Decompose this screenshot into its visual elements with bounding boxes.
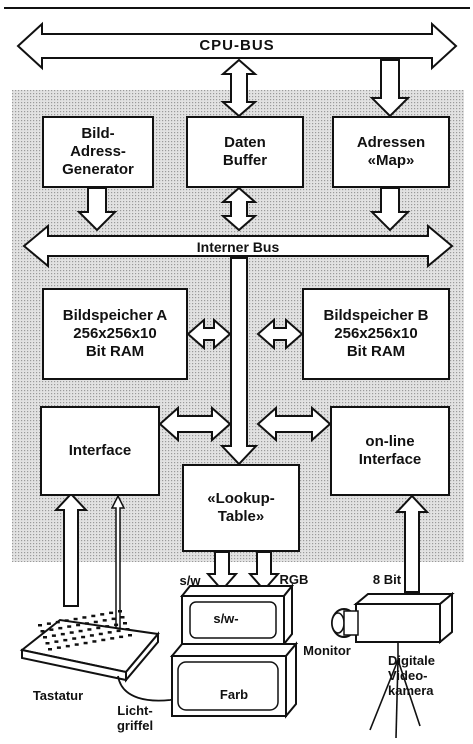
arrow-lookup-rgb bbox=[247, 551, 281, 592]
keyboard-key bbox=[78, 629, 83, 633]
keyboard-key bbox=[46, 622, 51, 625]
keyboard-key bbox=[110, 637, 115, 640]
monitor-color-icon bbox=[169, 641, 299, 719]
monitor-color-label: Farb bbox=[219, 687, 249, 702]
keyboard-key bbox=[81, 635, 86, 639]
keyboard-key bbox=[43, 636, 47, 639]
keyboard-key bbox=[63, 638, 68, 642]
keyboard-key bbox=[109, 611, 114, 615]
arrow-interface-bus bbox=[158, 405, 232, 443]
block-bildspeicher-b: Bildspeicher B 256x256x10 Bit RAM bbox=[302, 288, 450, 380]
arrow-camera-online bbox=[394, 494, 430, 593]
keyboard-key bbox=[64, 619, 69, 622]
keyboard-key bbox=[118, 610, 122, 613]
keyboard-key bbox=[45, 642, 50, 645]
keyboard-key bbox=[107, 631, 112, 634]
keyboard-key bbox=[72, 637, 77, 640]
keyboard-key bbox=[100, 613, 105, 616]
cpu-bus-label: CPU-BUS bbox=[199, 37, 275, 54]
keyboard-key bbox=[74, 643, 79, 646]
block-daten-buffer: Daten Buffer bbox=[186, 116, 304, 188]
block-lookup-table: «Lookup- Table» bbox=[182, 464, 300, 552]
keyboard-key bbox=[83, 641, 88, 645]
keyboard-key bbox=[60, 632, 65, 636]
keyboard-key bbox=[98, 632, 103, 636]
arrow-map-bus bbox=[369, 187, 411, 232]
block-bildspeicher-a: Bildspeicher A 256x256x10 Bit RAM bbox=[42, 288, 188, 380]
camera-label: Digitale Video- kamera bbox=[388, 653, 435, 698]
block-bild-adress-generator: Bild- Adress- Generator bbox=[42, 116, 154, 188]
keyboard-key bbox=[73, 617, 78, 621]
keyboard-key bbox=[125, 628, 130, 631]
keyboard-key bbox=[92, 640, 97, 643]
keyboard-key bbox=[93, 620, 98, 624]
monitor-sw-label: s/w- bbox=[213, 611, 239, 626]
arrow-bag-bus bbox=[76, 187, 118, 232]
cpu-bus bbox=[16, 21, 458, 71]
camera-icon bbox=[331, 591, 455, 645]
keyboard-key bbox=[69, 631, 74, 634]
keyboard-key bbox=[123, 622, 127, 625]
block-interface: Interface bbox=[40, 406, 160, 496]
keyboard-key bbox=[119, 635, 124, 639]
keyboard-key bbox=[89, 634, 94, 637]
signal-sw-label: s/w bbox=[179, 573, 201, 588]
keyboard-key bbox=[48, 648, 52, 651]
arrow-cpu-adressen bbox=[369, 59, 411, 118]
block-adressen-map: Adressen «Map» bbox=[332, 116, 450, 188]
arrow-bus-lookup bbox=[219, 257, 259, 466]
keyboard-key bbox=[120, 616, 125, 619]
signal-rgb-label: RGB bbox=[279, 572, 309, 587]
keyboard-key bbox=[51, 634, 56, 637]
arrow-lookup-sw bbox=[205, 551, 239, 592]
lightpen-label: Licht- griffel bbox=[116, 703, 154, 733]
keyboard-key bbox=[65, 644, 70, 648]
internal-bus-label: Interner Bus bbox=[196, 239, 280, 255]
keyboard-key bbox=[101, 638, 106, 642]
signal-8bit-label: 8 Bit bbox=[372, 572, 402, 587]
arrow-keyboard-interface bbox=[53, 492, 89, 607]
keyboard-key bbox=[84, 622, 89, 625]
monitor-sw-icon bbox=[179, 583, 295, 647]
keyboard-key bbox=[111, 617, 116, 621]
keyboard-key bbox=[54, 640, 59, 643]
block-online-interface: on-line Interface bbox=[330, 406, 450, 496]
keyboard-key bbox=[58, 626, 63, 630]
keyboard-key bbox=[76, 623, 81, 627]
keyboard-key bbox=[91, 614, 96, 618]
keyboard-icon bbox=[19, 610, 160, 683]
keyboard-key bbox=[116, 629, 121, 633]
monitor-label: Monitor bbox=[303, 643, 351, 658]
keyboard-key bbox=[114, 623, 119, 627]
keyboard-key bbox=[38, 624, 42, 627]
keyboard-key bbox=[87, 628, 92, 631]
tripod-icon bbox=[369, 642, 421, 739]
arrow-daten-bus bbox=[220, 186, 258, 232]
keyboard-key bbox=[67, 625, 72, 628]
keyboard-key bbox=[49, 628, 54, 631]
keyboard-label: Tastatur bbox=[32, 688, 84, 703]
keyboard-key bbox=[102, 619, 107, 622]
arrow-speicherA-bus bbox=[186, 317, 232, 351]
keyboard-key bbox=[40, 630, 45, 633]
keyboard-key bbox=[105, 625, 110, 628]
keyboard-key bbox=[56, 646, 61, 649]
keyboard-key bbox=[82, 616, 87, 619]
keyboard-key bbox=[128, 634, 132, 637]
keyboard-key bbox=[96, 626, 101, 630]
internal-bus bbox=[22, 223, 454, 269]
keyboard-key bbox=[55, 620, 60, 624]
